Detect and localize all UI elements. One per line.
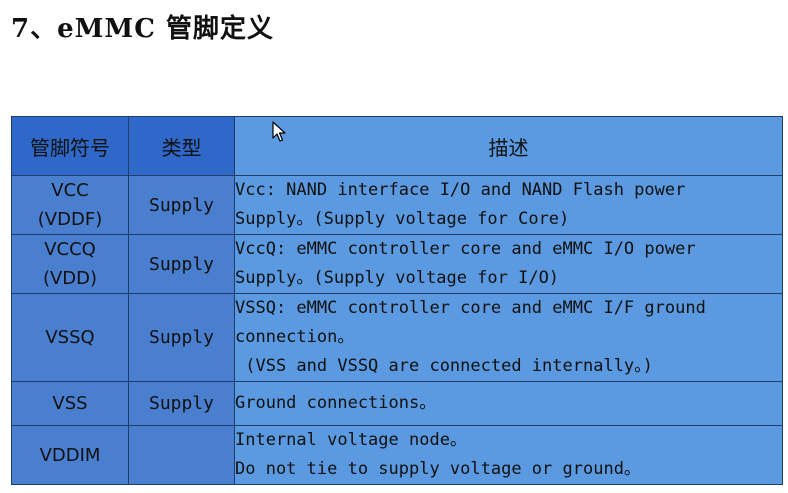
table-row: VDDIM Internal voltage node。 Do not tie … [11, 425, 783, 485]
description-line: Supply。(Supply voltage for I/O) [235, 268, 560, 288]
pin-name: VCCQ [44, 239, 96, 260]
description-cell: Ground connections。 [234, 381, 783, 426]
description-cell: VSSQ: eMMC controller core and eMMC I/F … [234, 293, 783, 382]
pin-name: VSS [52, 393, 88, 414]
description-cell: Internal voltage node。 Do not tie to sup… [234, 425, 783, 485]
pin-cell: VSSQ [11, 293, 129, 382]
pin-name: VCC [51, 180, 89, 201]
pin-cell: VDDIM [11, 425, 129, 485]
header-type: 类型 [128, 116, 235, 176]
table-row: VSSQ Supply VSSQ: eMMC controller core a… [11, 293, 783, 382]
section-title: 7、eMMC 管脚定义 [11, 14, 274, 44]
description-line: VSSQ: eMMC controller core and eMMC I/F … [235, 298, 706, 318]
description-line: VccQ: eMMC controller core and eMMC I/O … [235, 239, 696, 259]
pin-alias: (VDD) [42, 268, 98, 289]
pin-name: VSSQ [45, 327, 95, 348]
type-cell: Supply [128, 381, 235, 426]
mouse-pointer-icon [272, 121, 286, 142]
type-cell: Supply [128, 234, 235, 294]
table-row: VCC (VDDF) Supply Vcc: NAND interface I/… [11, 175, 783, 235]
description-line: (VSS and VSSQ are connected internally。) [235, 356, 653, 376]
table-row: VCCQ (VDD) Supply VccQ: eMMC controller … [11, 234, 783, 294]
description-cell: Vcc: NAND interface I/O and NAND Flash p… [234, 175, 783, 235]
pin-cell: VCC (VDDF) [11, 175, 129, 235]
description-line: Ground connections。 [235, 393, 437, 413]
header-description: 描述 [234, 116, 783, 176]
type-cell: Supply [128, 293, 235, 382]
description-line: Do not tie to supply voltage or ground。 [235, 459, 641, 479]
description-line: connection。 [235, 327, 355, 347]
type-cell [128, 425, 235, 485]
description-line: Supply。(Supply voltage for Core) [235, 209, 570, 229]
table-header-row: 管脚符号 类型 描述 [11, 116, 783, 176]
description-line: Vcc: NAND interface I/O and NAND Flash p… [235, 180, 686, 200]
pin-cell: VSS [11, 381, 129, 426]
header-pin-symbol: 管脚符号 [11, 116, 129, 176]
description-line: Internal voltage node。 [235, 430, 467, 450]
pin-alias: (VDDF) [37, 209, 103, 230]
pin-cell: VCCQ (VDD) [11, 234, 129, 294]
pin-definition-table: 管脚符号 类型 描述 VCC (VDDF) Supply Vcc: NAND i… [11, 116, 783, 485]
table-row: VSS Supply Ground connections。 [11, 381, 783, 426]
description-cell: VccQ: eMMC controller core and eMMC I/O … [234, 234, 783, 294]
type-cell: Supply [128, 175, 235, 235]
pin-name: VDDIM [39, 444, 101, 466]
